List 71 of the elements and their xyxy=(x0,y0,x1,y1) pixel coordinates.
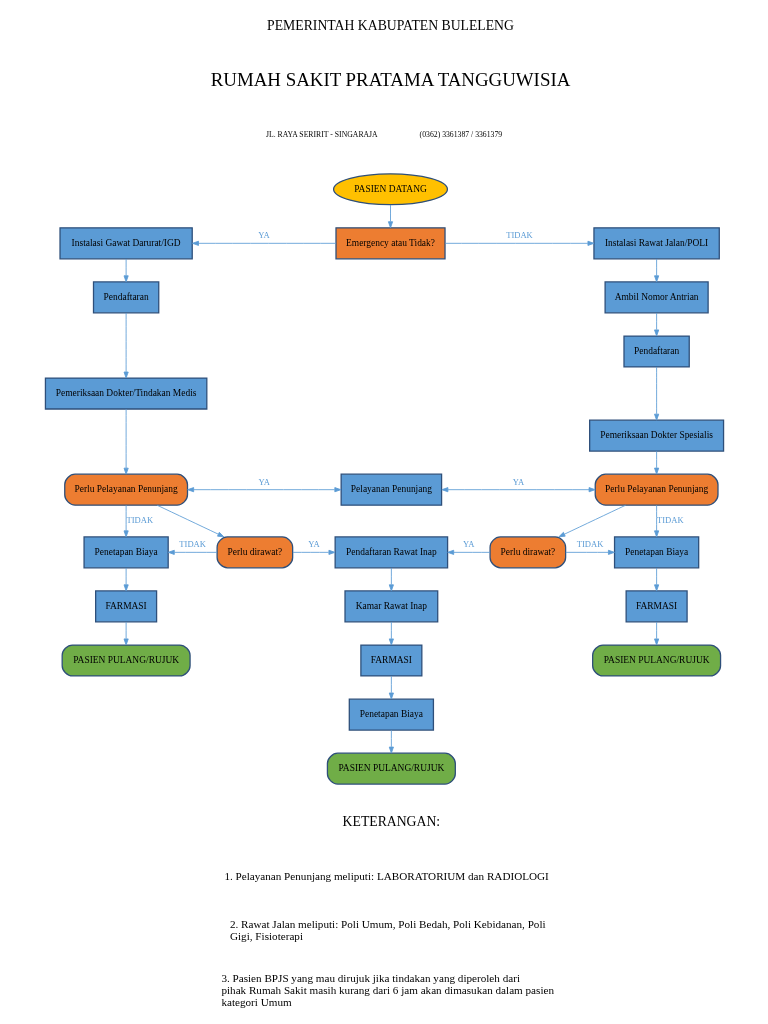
arrow xyxy=(291,549,335,555)
node-box: FARMASI xyxy=(625,590,688,623)
label: 2. Rawat Jalan meliputi: Poli Umum, Poli Bedah, Poli Kebidanan, Poli Gigi, Fisioterapi xyxy=(229,917,546,942)
arrow xyxy=(653,450,659,475)
edge-label: YA xyxy=(512,476,524,487)
arrow xyxy=(123,621,129,646)
edge-label: TIDAK xyxy=(576,539,603,550)
arrow xyxy=(388,567,394,592)
node-box: Penetapan Biaya xyxy=(348,698,434,731)
arrow xyxy=(123,504,129,538)
arrow xyxy=(186,487,341,493)
node-box: PASIEN PULANG/RUJUK xyxy=(61,644,191,677)
node-box: Pendaftaran xyxy=(622,335,690,368)
arrow xyxy=(653,258,659,283)
label: KETERANGAN: xyxy=(342,814,440,829)
node-box: Perlu Pelayanan Penunjang xyxy=(594,473,719,506)
arrow xyxy=(653,621,659,646)
arrow xyxy=(123,567,129,592)
node-box: Perlu Pelayanan Penunjang xyxy=(63,473,188,506)
arrow xyxy=(653,312,659,337)
label: 3. Pasien BPJS yang mau dirujuk jika tindakan yang diperoleh dari pihak Rumah Sakit masih kurang dari 6 jam akan dimasukan dalam pasien kategori Umum xyxy=(220,971,554,1008)
arrow xyxy=(191,240,336,246)
node-box: Ambil Nomor Antrian xyxy=(603,281,709,314)
arrow xyxy=(387,204,393,229)
edge-label: YA xyxy=(307,539,320,550)
label: JL. RAYA SERIRIT - SINGARAJA xyxy=(265,130,378,140)
node-box: Pemeriksaan Dokter Spesialis xyxy=(588,419,724,452)
node-box: Perlu dirawat? xyxy=(215,536,293,569)
node-box: Pemeriksaan Dokter/Tindakan Medis xyxy=(44,377,207,410)
node-box: Penetapan Biaya xyxy=(613,536,699,569)
arrow xyxy=(557,504,626,538)
arrow xyxy=(123,312,129,379)
node-box: FARMASI xyxy=(359,644,422,677)
node-box: Pendaftaran xyxy=(92,281,159,314)
arrow xyxy=(388,621,394,646)
node-ellipse: PASIEN DATANG xyxy=(332,173,448,206)
label: (0362) 3361387 / 3361379 xyxy=(419,130,502,140)
edge-label: TIDAK xyxy=(656,515,684,526)
arrow xyxy=(440,487,596,493)
node-box: Kamar Rawat Inap xyxy=(343,590,438,623)
edge-label: TIDAK xyxy=(178,539,206,550)
arrow xyxy=(564,549,615,555)
node-box: FARMASI xyxy=(94,590,157,623)
arrow xyxy=(444,240,594,246)
node-box: Instalasi Rawat Jalan/POLI xyxy=(592,227,720,260)
arrow xyxy=(167,549,217,555)
arrow xyxy=(123,408,129,475)
edge-label: YA xyxy=(257,230,270,241)
arrow xyxy=(653,366,659,421)
arrow xyxy=(653,504,659,538)
arrow xyxy=(653,567,659,592)
label: PEMERINTAH KABUPATEN BULELENG xyxy=(266,18,514,34)
node-box: Pelayanan Penunjang xyxy=(340,473,442,506)
edge-label: TIDAK xyxy=(505,230,533,241)
arrow xyxy=(388,729,394,754)
edge-label: YA xyxy=(258,476,270,487)
arrow xyxy=(156,504,224,538)
arrow xyxy=(446,549,490,555)
node-box: PASIEN PULANG/RUJUK xyxy=(591,644,721,677)
node-box: PASIEN PULANG/RUJUK xyxy=(326,752,456,785)
node-box: Emergency atau Tidak? xyxy=(334,227,446,260)
node-box: Pendaftaran Rawat Inap xyxy=(334,536,448,569)
node-box: Penetapan Biaya xyxy=(82,536,169,569)
arrow xyxy=(388,675,394,700)
label: 1. Pelayanan Penunjang meliputi: LABORATORIUM dan RADIOLOGI xyxy=(223,869,549,882)
node-box: Instalasi Gawat Darurat/IGD xyxy=(58,227,193,260)
edge-label: TIDAK xyxy=(126,515,153,526)
arrow xyxy=(123,258,129,283)
edge-label: YA xyxy=(462,539,475,550)
node-box: Perlu dirawat? xyxy=(488,536,566,569)
label: RUMAH SAKIT PRATAMA TANGGUWISIA xyxy=(210,68,570,90)
